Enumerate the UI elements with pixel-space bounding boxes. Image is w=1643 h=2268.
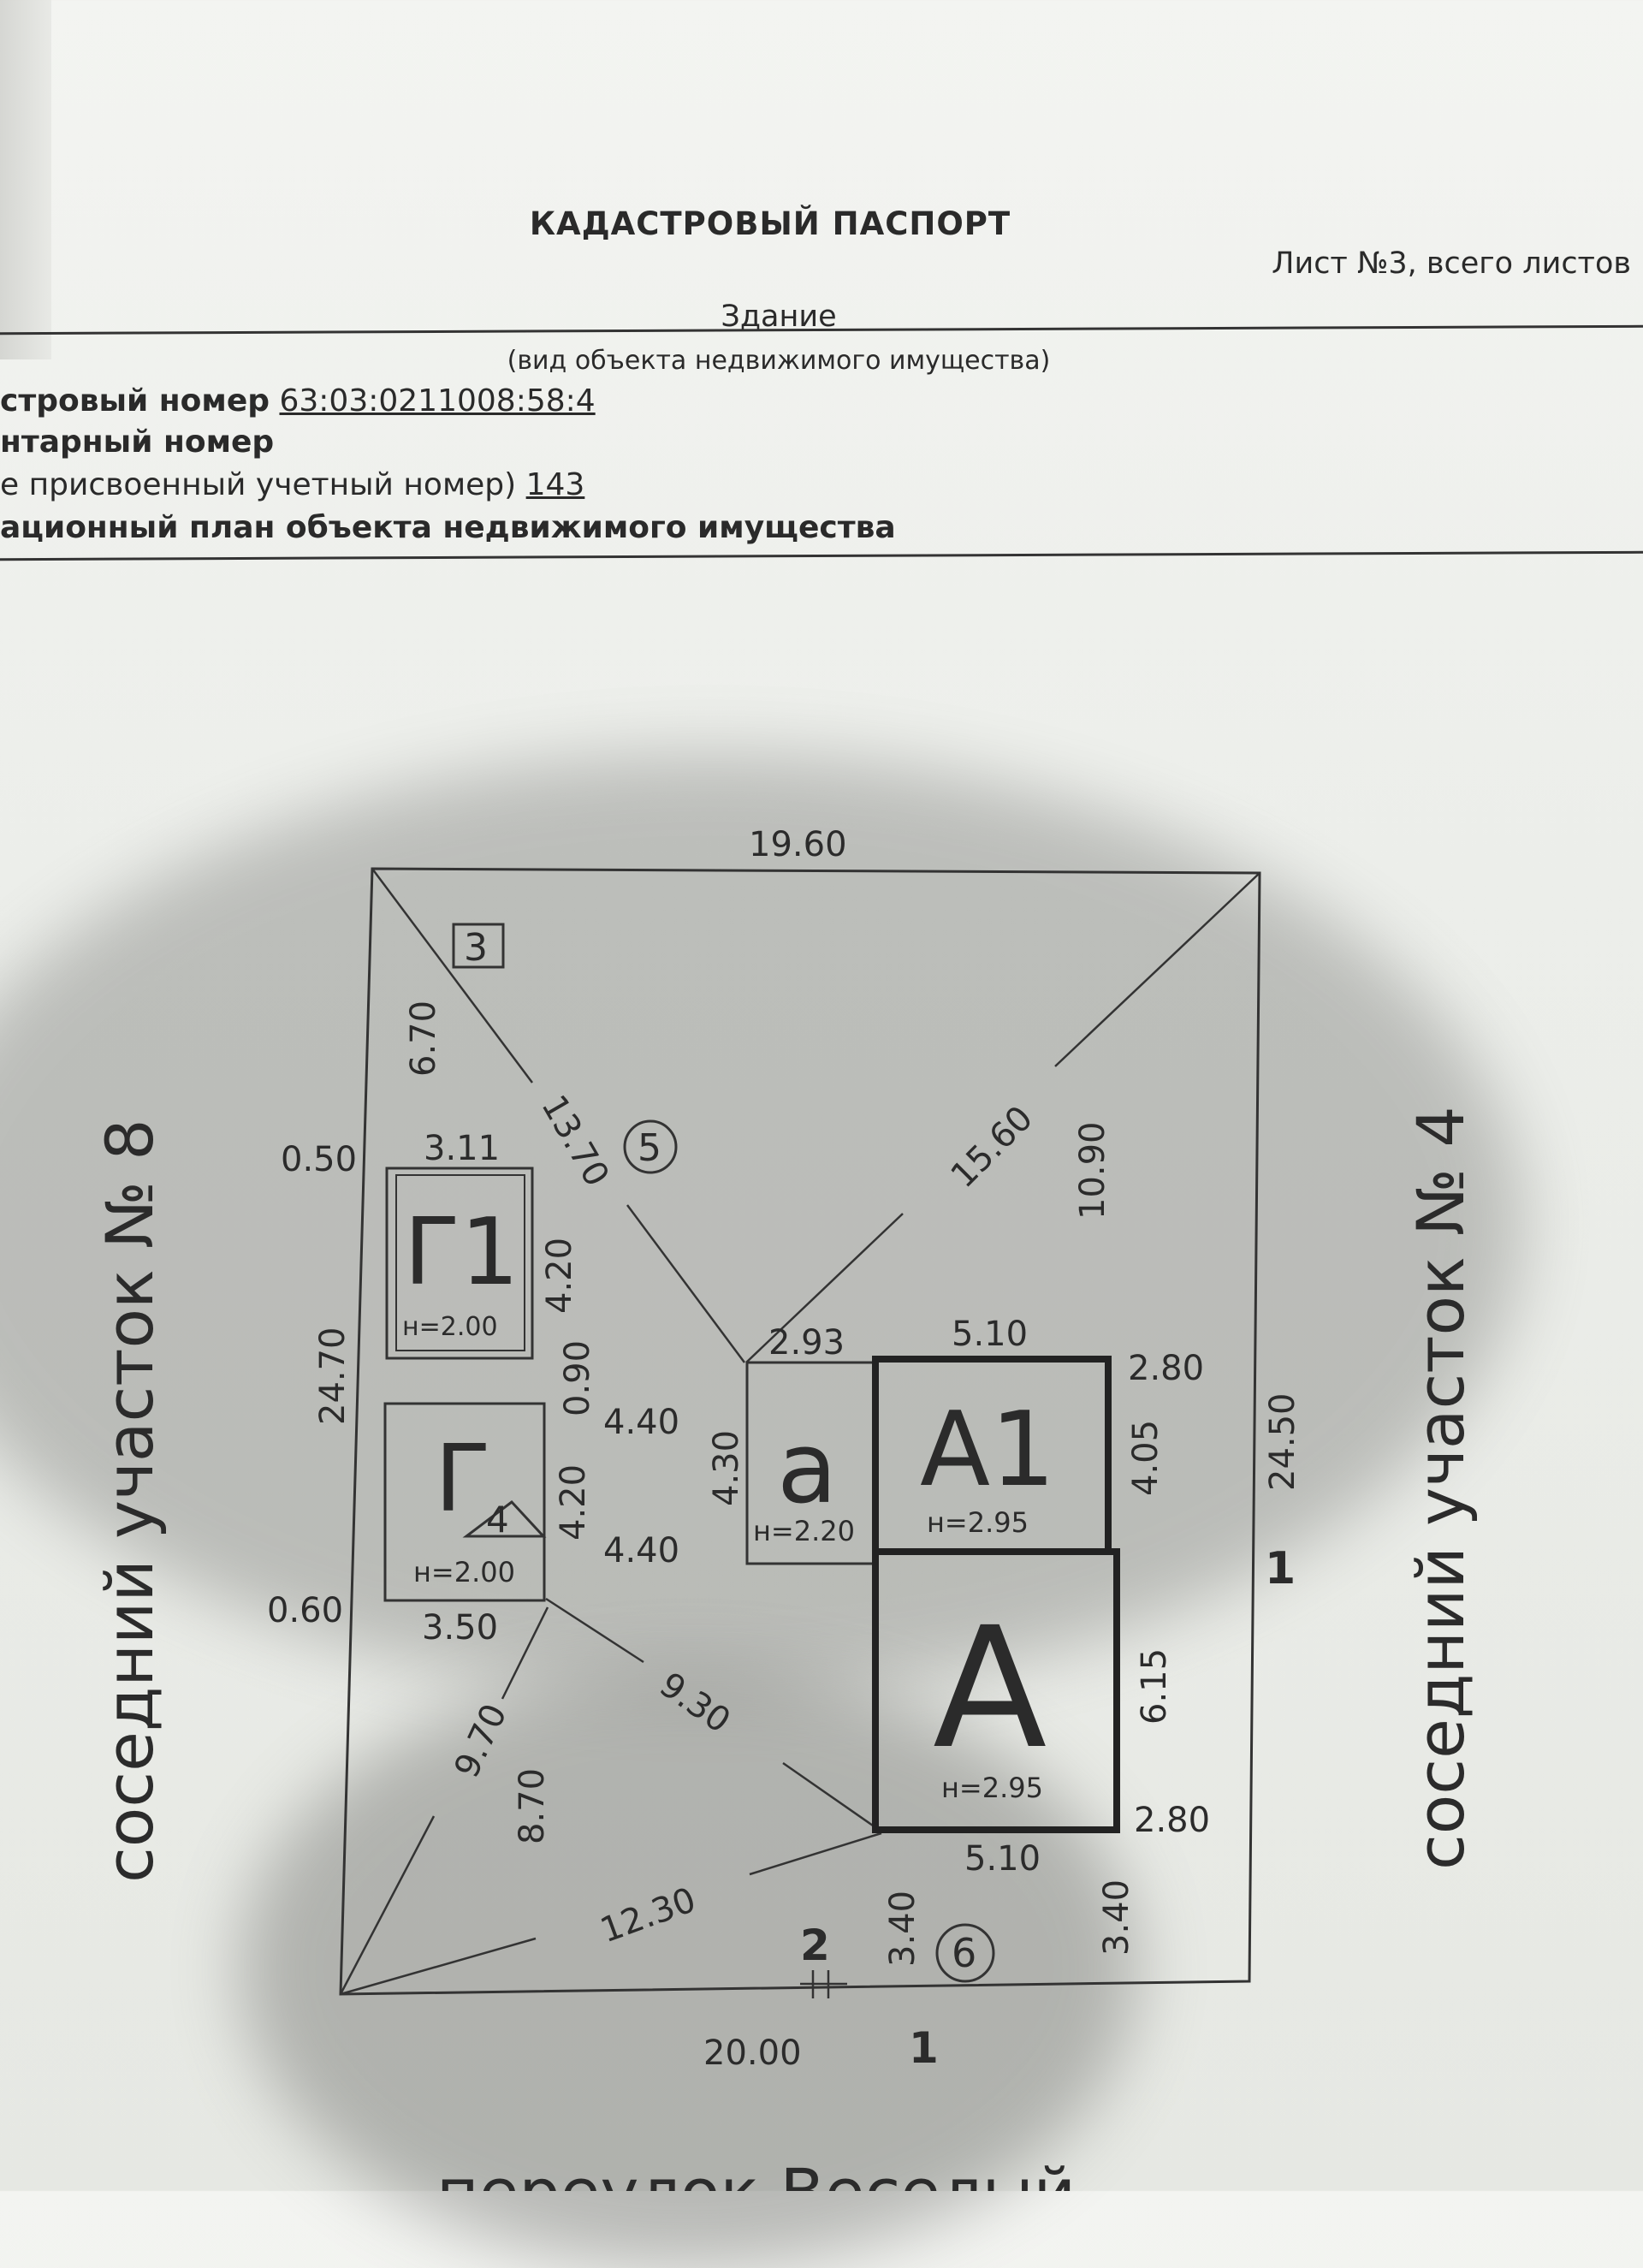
dim-4-40-a: 4.40 (603, 1403, 679, 1442)
dim-5-10-b: 5.10 (964, 1839, 1041, 1879)
dim-12-30: 12.30 (596, 1880, 701, 1950)
dim-3-50: 3.50 (422, 1608, 498, 1648)
dim-3-40-a: 3.40 (883, 1891, 922, 1967)
dim-13-70: 13.70 (533, 1089, 616, 1193)
building-g1-label: Г1 (404, 1199, 519, 1306)
plan-label: ационный план объекта недвижимого имущес… (0, 510, 896, 545)
diagonal-lines (339, 868, 1260, 1998)
previous-number-value: 143 (525, 467, 585, 502)
dim-9-70: 9.70 (447, 1698, 514, 1784)
dim-24-50: 24.50 (1263, 1392, 1302, 1491)
building-g1-inner (395, 1174, 525, 1351)
building-g-height: н=2.00 (413, 1556, 515, 1588)
sheet-number: Лист №3, всего листов (1272, 246, 1631, 281)
dim-24-70: 24.70 (313, 1327, 353, 1425)
dim-5-10-a: 5.10 (952, 1315, 1028, 1354)
dim-0-60: 0.60 (267, 1591, 343, 1630)
object-type-hint: (вид объекта недвижимого имущества) (507, 346, 1051, 376)
dim-4-20-a: 4.20 (540, 1238, 579, 1314)
dim-2-80-a: 2.80 (1128, 1349, 1204, 1388)
hand-shadow (0, 753, 1523, 1695)
street-label: переулок Веселый (436, 2154, 1076, 2191)
dim-20-00: 20.00 (703, 2033, 802, 2073)
point-1-bottom: 1 (909, 2023, 939, 2073)
situation-plan: Г1 н=2.00 Г н=2.00 а н=2.20 А1 н=2.95 А … (92, 825, 1479, 2191)
dim-2-80-b: 2.80 (1134, 1801, 1210, 1840)
dim-8-70: 8.70 (513, 1768, 552, 1844)
inventory-number-label: нтарный номер (0, 425, 275, 460)
previous-number-label: е присвоенный учетный номер) (0, 467, 517, 502)
dim-4-20-b: 4.20 (554, 1464, 593, 1541)
building-a-height: н=2.95 (941, 1772, 1043, 1804)
building-g-label: Г (435, 1426, 491, 1533)
dim-10-90: 10.90 (1073, 1121, 1112, 1220)
dim-3-40-b: 3.40 (1097, 1879, 1136, 1956)
point-1-right: 1 (1265, 1543, 1296, 1594)
dim-0-50: 0.50 (281, 1140, 357, 1179)
marker-5-circle (623, 1119, 678, 1174)
point-2-bottom: 2 (800, 1921, 830, 1970)
building-g-outline (383, 1402, 546, 1602)
plot-boundary (339, 867, 1261, 1996)
marker-5: 5 (638, 1126, 661, 1170)
cadastral-number-row: стровый номер 63:03:0211008:58:4 (0, 383, 596, 419)
cadastral-number-value: 63:03:0211008:58:4 (279, 383, 596, 419)
paper-edge (0, 0, 51, 359)
building-a-label: А (933, 1591, 1047, 1785)
dim-0-90: 0.90 (558, 1340, 597, 1416)
neighbor-left-label: соседний участок № 8 (92, 1119, 168, 1883)
dim-3-11: 3.11 (424, 1129, 500, 1168)
dim-15-60: 15.60 (944, 1099, 1041, 1196)
marker-3: 3 (464, 926, 488, 970)
building-g1-height: н=2.00 (402, 1312, 498, 1342)
marker-6-circle (935, 1923, 995, 1983)
cadastral-number-label: стровый номер (0, 383, 270, 419)
building-a-outline (872, 1548, 1120, 1833)
previous-number-row: е присвоенный учетный номер) 143 (0, 467, 584, 502)
dim-4-40-b: 4.40 (603, 1531, 679, 1570)
dim-9-30: 9.30 (652, 1665, 737, 1742)
neighbor-right-label: соседний участок № 4 (1403, 1106, 1479, 1870)
dim-2-93: 2.93 (768, 1323, 845, 1363)
document-title: КАДАСТРОВЫЙ ПАСПОРТ (529, 205, 1011, 242)
dim-6-70: 6.70 (404, 1000, 443, 1077)
dim-top: 19.60 (749, 825, 847, 864)
building-a-porch-label: а (777, 1411, 837, 1526)
dim-6-15: 6.15 (1135, 1648, 1174, 1725)
building-a1-label: А1 (920, 1391, 1055, 1510)
marker-4-triangle (462, 1499, 547, 1538)
dim-4-30: 4.30 (707, 1430, 746, 1506)
marker-3-box (452, 923, 505, 969)
building-a-porch-height: н=2.20 (753, 1515, 855, 1547)
marker-4: 4 (486, 1499, 509, 1541)
dim-4-05: 4.05 (1126, 1420, 1166, 1496)
marker-6: 6 (952, 1930, 976, 1976)
building-g1-outline (385, 1167, 534, 1360)
building-a1-height: н=2.95 (927, 1506, 1029, 1539)
